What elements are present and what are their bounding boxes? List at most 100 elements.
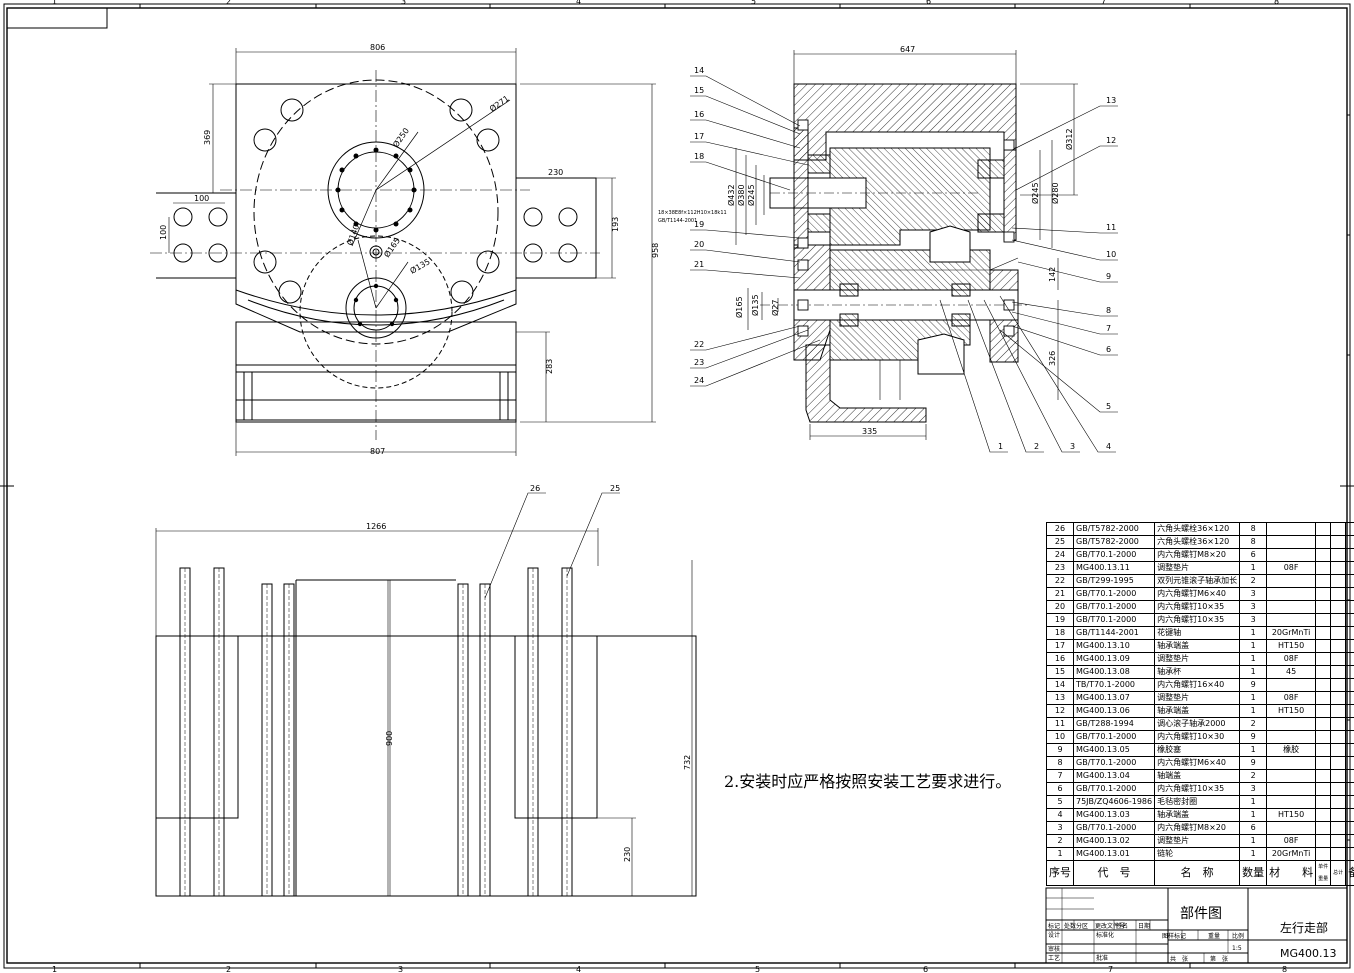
- bom-cell-no: 12: [1046, 704, 1074, 718]
- callout-1: 1: [998, 442, 1003, 451]
- bom-cell-weight: [1315, 574, 1332, 588]
- dim-right-height: 193: [611, 217, 620, 232]
- bom-cell-name: 链轮: [1154, 847, 1241, 861]
- bom-cell-no: 26: [1046, 522, 1074, 536]
- bom-cell-rem: 外购: [1345, 548, 1354, 562]
- bom-cell-rem: 外购: [1345, 600, 1354, 614]
- bom-cell-no: 1: [1046, 847, 1074, 861]
- bom-cell-weight: [1330, 678, 1347, 692]
- callout-24: 24: [694, 376, 704, 385]
- bom-cell-weight: [1315, 730, 1332, 744]
- bom-cell-weight: [1330, 587, 1347, 601]
- bom-cell-weight: [1330, 808, 1347, 822]
- bom-cell-code: GB/T1144-2001: [1072, 626, 1156, 640]
- bom-cell-weight: [1315, 808, 1332, 822]
- tb-zone: 分区: [1076, 922, 1088, 930]
- bom-cell-rem: 外购: [1345, 522, 1354, 536]
- bom-cell-mat: [1266, 795, 1317, 809]
- bom-cell-no: 7: [1046, 769, 1074, 783]
- bom-cell-code: MG400.13.09: [1072, 652, 1156, 666]
- bill-of-materials: 26GB/T5782-2000六角头螺栓36×1208外购25GB/T5782-…: [1046, 522, 1354, 886]
- zone-top-8: 8: [1274, 0, 1279, 6]
- tb-sign: 签名: [1116, 922, 1128, 930]
- zone-bottom-5: 5: [755, 965, 760, 973]
- bom-cell-weight: [1330, 847, 1347, 861]
- zone-numbers-top: 1 2 3 4 5 6 7 8: [52, 0, 1279, 6]
- bom-cell-qty: 3: [1239, 600, 1268, 614]
- bom-cell-code: GB/T70.1-2000: [1072, 756, 1156, 770]
- zone-bottom-3: 3: [398, 965, 403, 973]
- bom-cell-weight: [1315, 561, 1332, 575]
- bom-cell-weight: [1315, 691, 1332, 705]
- bom-header-unit: 单件重量: [1315, 860, 1332, 886]
- sec-spline-note-1: 18×38E8f×112H10×18k11: [658, 210, 727, 216]
- bom-cell-weight: [1315, 756, 1332, 770]
- zone-top-1: 1: [52, 0, 57, 6]
- tb-checker: 审核: [1048, 945, 1060, 953]
- callout-15: 15: [694, 86, 704, 95]
- bom-cell-name: 调心滚子轴承2000: [1154, 717, 1241, 731]
- bom-cell-code: GB/T5782-2000: [1072, 535, 1156, 549]
- bom-cell-rem: 外购: [1345, 587, 1354, 601]
- bom-cell-no: 20: [1046, 600, 1074, 614]
- bom-cell-weight: [1330, 834, 1347, 848]
- bom-header-name: 名 称: [1154, 860, 1241, 886]
- bom-cell-qty: 1: [1239, 561, 1268, 575]
- bom-cell-name: 双列元锥滚子轴承加长: [1154, 574, 1241, 588]
- bom-cell-weight: [1315, 652, 1332, 666]
- bom-cell-code: MG400.13.10: [1072, 639, 1156, 653]
- title-block-frame: [1045, 887, 1348, 964]
- bom-cell-code: GB/T70.1-2000: [1072, 821, 1156, 835]
- bom-cell-no: 13: [1046, 691, 1074, 705]
- bom-cell-no: 8: [1046, 756, 1074, 770]
- callout-11: 11: [1106, 223, 1116, 232]
- sec-dim-bottom: 335: [862, 427, 877, 436]
- bom-cell-name: 内六角螺钉M6×40: [1154, 587, 1241, 601]
- bom-header-qty: 数量: [1239, 860, 1268, 886]
- bom-cell-code: 75JB/ZQ4606-1986: [1072, 795, 1156, 809]
- bom-cell-name: 内六角螺钉10×35: [1154, 782, 1241, 796]
- zone-top-5: 5: [751, 0, 756, 6]
- bom-header-weight-label: 重量: [1318, 876, 1329, 882]
- tb-designer: 设计: [1048, 931, 1060, 939]
- plan-dim-width: 1266: [366, 522, 386, 531]
- bom-cell-code: MG400.13.04: [1072, 769, 1156, 783]
- bom-cell-name: 调整垫片: [1154, 691, 1241, 705]
- sec-dim-d1: Ø312: [1064, 128, 1074, 150]
- bom-cell-weight: [1330, 600, 1347, 614]
- bom-cell-mat: [1266, 782, 1317, 796]
- plan-dim-height-3: 230: [623, 847, 632, 862]
- zone-bottom-8: 8: [1282, 965, 1287, 973]
- bom-cell-no: 9: [1046, 743, 1074, 757]
- dim-diameter-2: Ø271: [487, 93, 510, 114]
- bom-cell-mat: [1266, 756, 1317, 770]
- bom-cell-qty: 2: [1239, 717, 1268, 731]
- bom-cell-no: 2: [1046, 834, 1074, 848]
- tb-date: 日期: [1138, 922, 1150, 930]
- bom-cell-mat: [1266, 730, 1317, 744]
- bom-cell-weight: [1330, 743, 1347, 757]
- bom-cell-rem: 外购: [1345, 574, 1354, 588]
- bom-cell-weight: [1315, 704, 1332, 718]
- sec-dim-d7: Ø165: [734, 296, 744, 318]
- bom-cell-name: 轴端盖: [1154, 769, 1241, 783]
- callout-7: 7: [1106, 324, 1111, 333]
- callout-6: 6: [1106, 345, 1111, 354]
- bom-cell-name: 内六角螺钉10×35: [1154, 600, 1241, 614]
- bom-cell-code: GB/T70.1-2000: [1072, 613, 1156, 627]
- bom-cell-name: 轴承端盖: [1154, 808, 1241, 822]
- tb-count: 处数: [1064, 922, 1076, 930]
- bom-cell-no: 16: [1046, 652, 1074, 666]
- bom-cell-rem: 外购: [1345, 717, 1354, 731]
- bom-cell-name: 轴承端盖: [1154, 704, 1241, 718]
- bom-cell-weight: [1330, 613, 1347, 627]
- bom-cell-weight: [1315, 717, 1332, 731]
- bom-cell-weight: [1330, 626, 1347, 640]
- bom-cell-code: MG400.13.02: [1072, 834, 1156, 848]
